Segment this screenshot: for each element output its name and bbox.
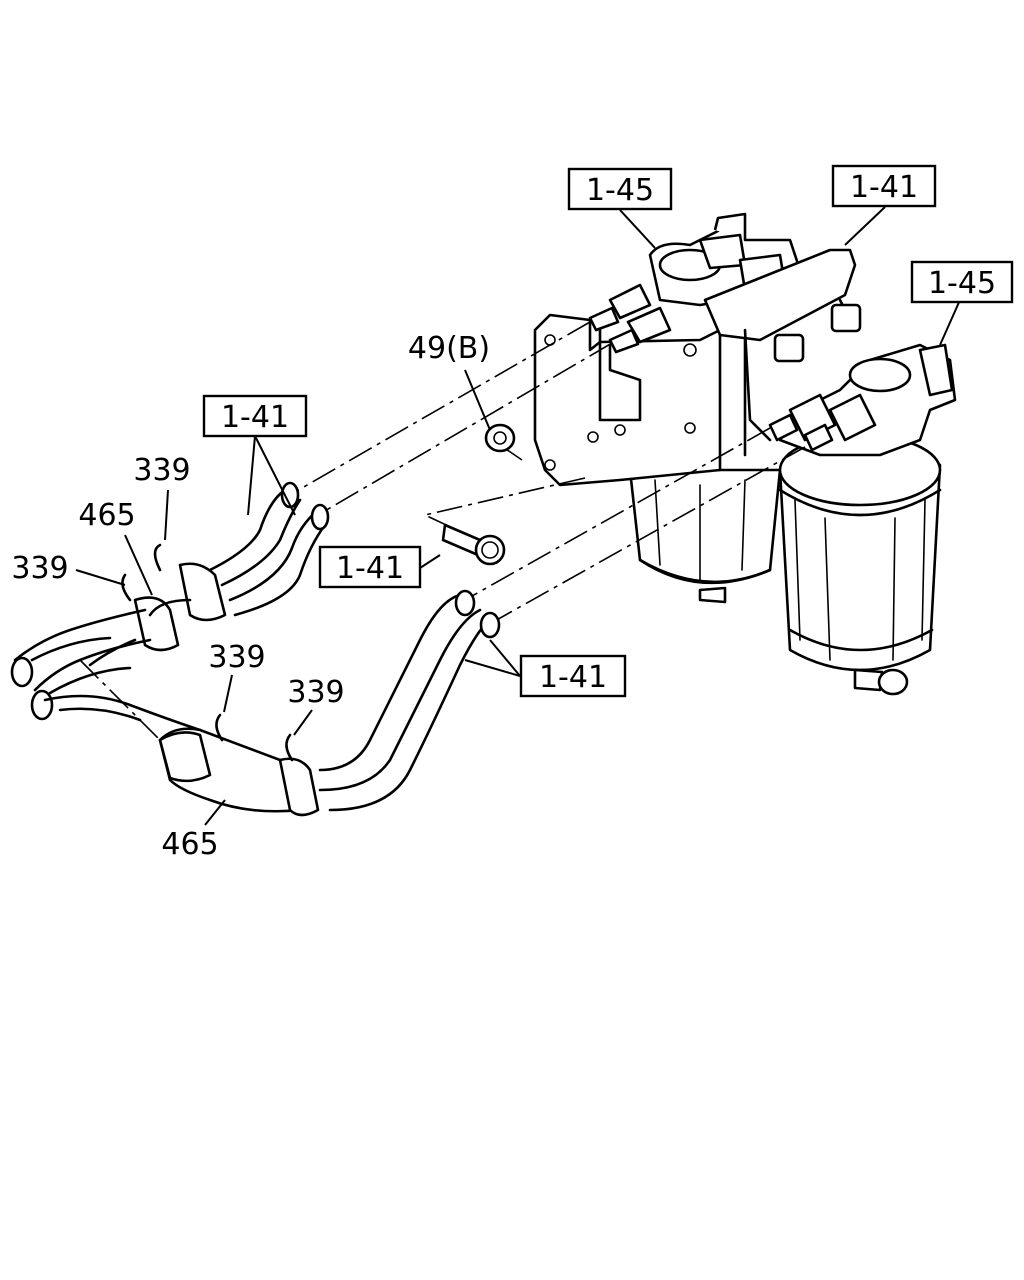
callout-1-41-bottom: 1-41 bbox=[519, 654, 627, 698]
nut-49b bbox=[484, 423, 516, 453]
callout-1-45-right-text: 1-45 bbox=[928, 266, 996, 301]
callout-1-45-right: 1-45 bbox=[910, 260, 1014, 304]
callout-1-41-top-text: 1-41 bbox=[850, 170, 918, 205]
bolt-1-41 bbox=[441, 523, 506, 566]
left-fuel-filter bbox=[628, 468, 782, 604]
callout-1-45-top: 1-45 bbox=[567, 167, 673, 211]
label-49b: 49(B) bbox=[408, 331, 490, 366]
filter-frame bbox=[703, 248, 862, 442]
callout-1-41-bolt: 1-41 bbox=[318, 545, 422, 589]
label-339-c: 339 bbox=[208, 640, 265, 675]
right-filter-head bbox=[768, 343, 957, 457]
lower-hose-assembly bbox=[43, 589, 501, 817]
label-465-bottom: 465 bbox=[161, 827, 218, 862]
callout-1-41-left-text: 1-41 bbox=[221, 400, 289, 435]
leader-lines bbox=[75, 206, 961, 826]
label-339-b: 339 bbox=[11, 551, 68, 586]
label-339-d: 339 bbox=[287, 675, 344, 710]
label-465-top: 465 bbox=[78, 498, 135, 533]
right-fuel-filter bbox=[778, 433, 942, 696]
callout-1-41-bottom-text: 1-41 bbox=[539, 660, 607, 695]
callout-1-41-bolt-text: 1-41 bbox=[336, 551, 404, 586]
callout-1-45-top-text: 1-45 bbox=[586, 173, 654, 208]
label-339-a: 339 bbox=[133, 453, 190, 488]
upper-hose-assembly bbox=[10, 481, 330, 741]
callout-1-41-left: 1-41 bbox=[202, 394, 308, 438]
callout-1-41-top: 1-41 bbox=[831, 164, 937, 208]
